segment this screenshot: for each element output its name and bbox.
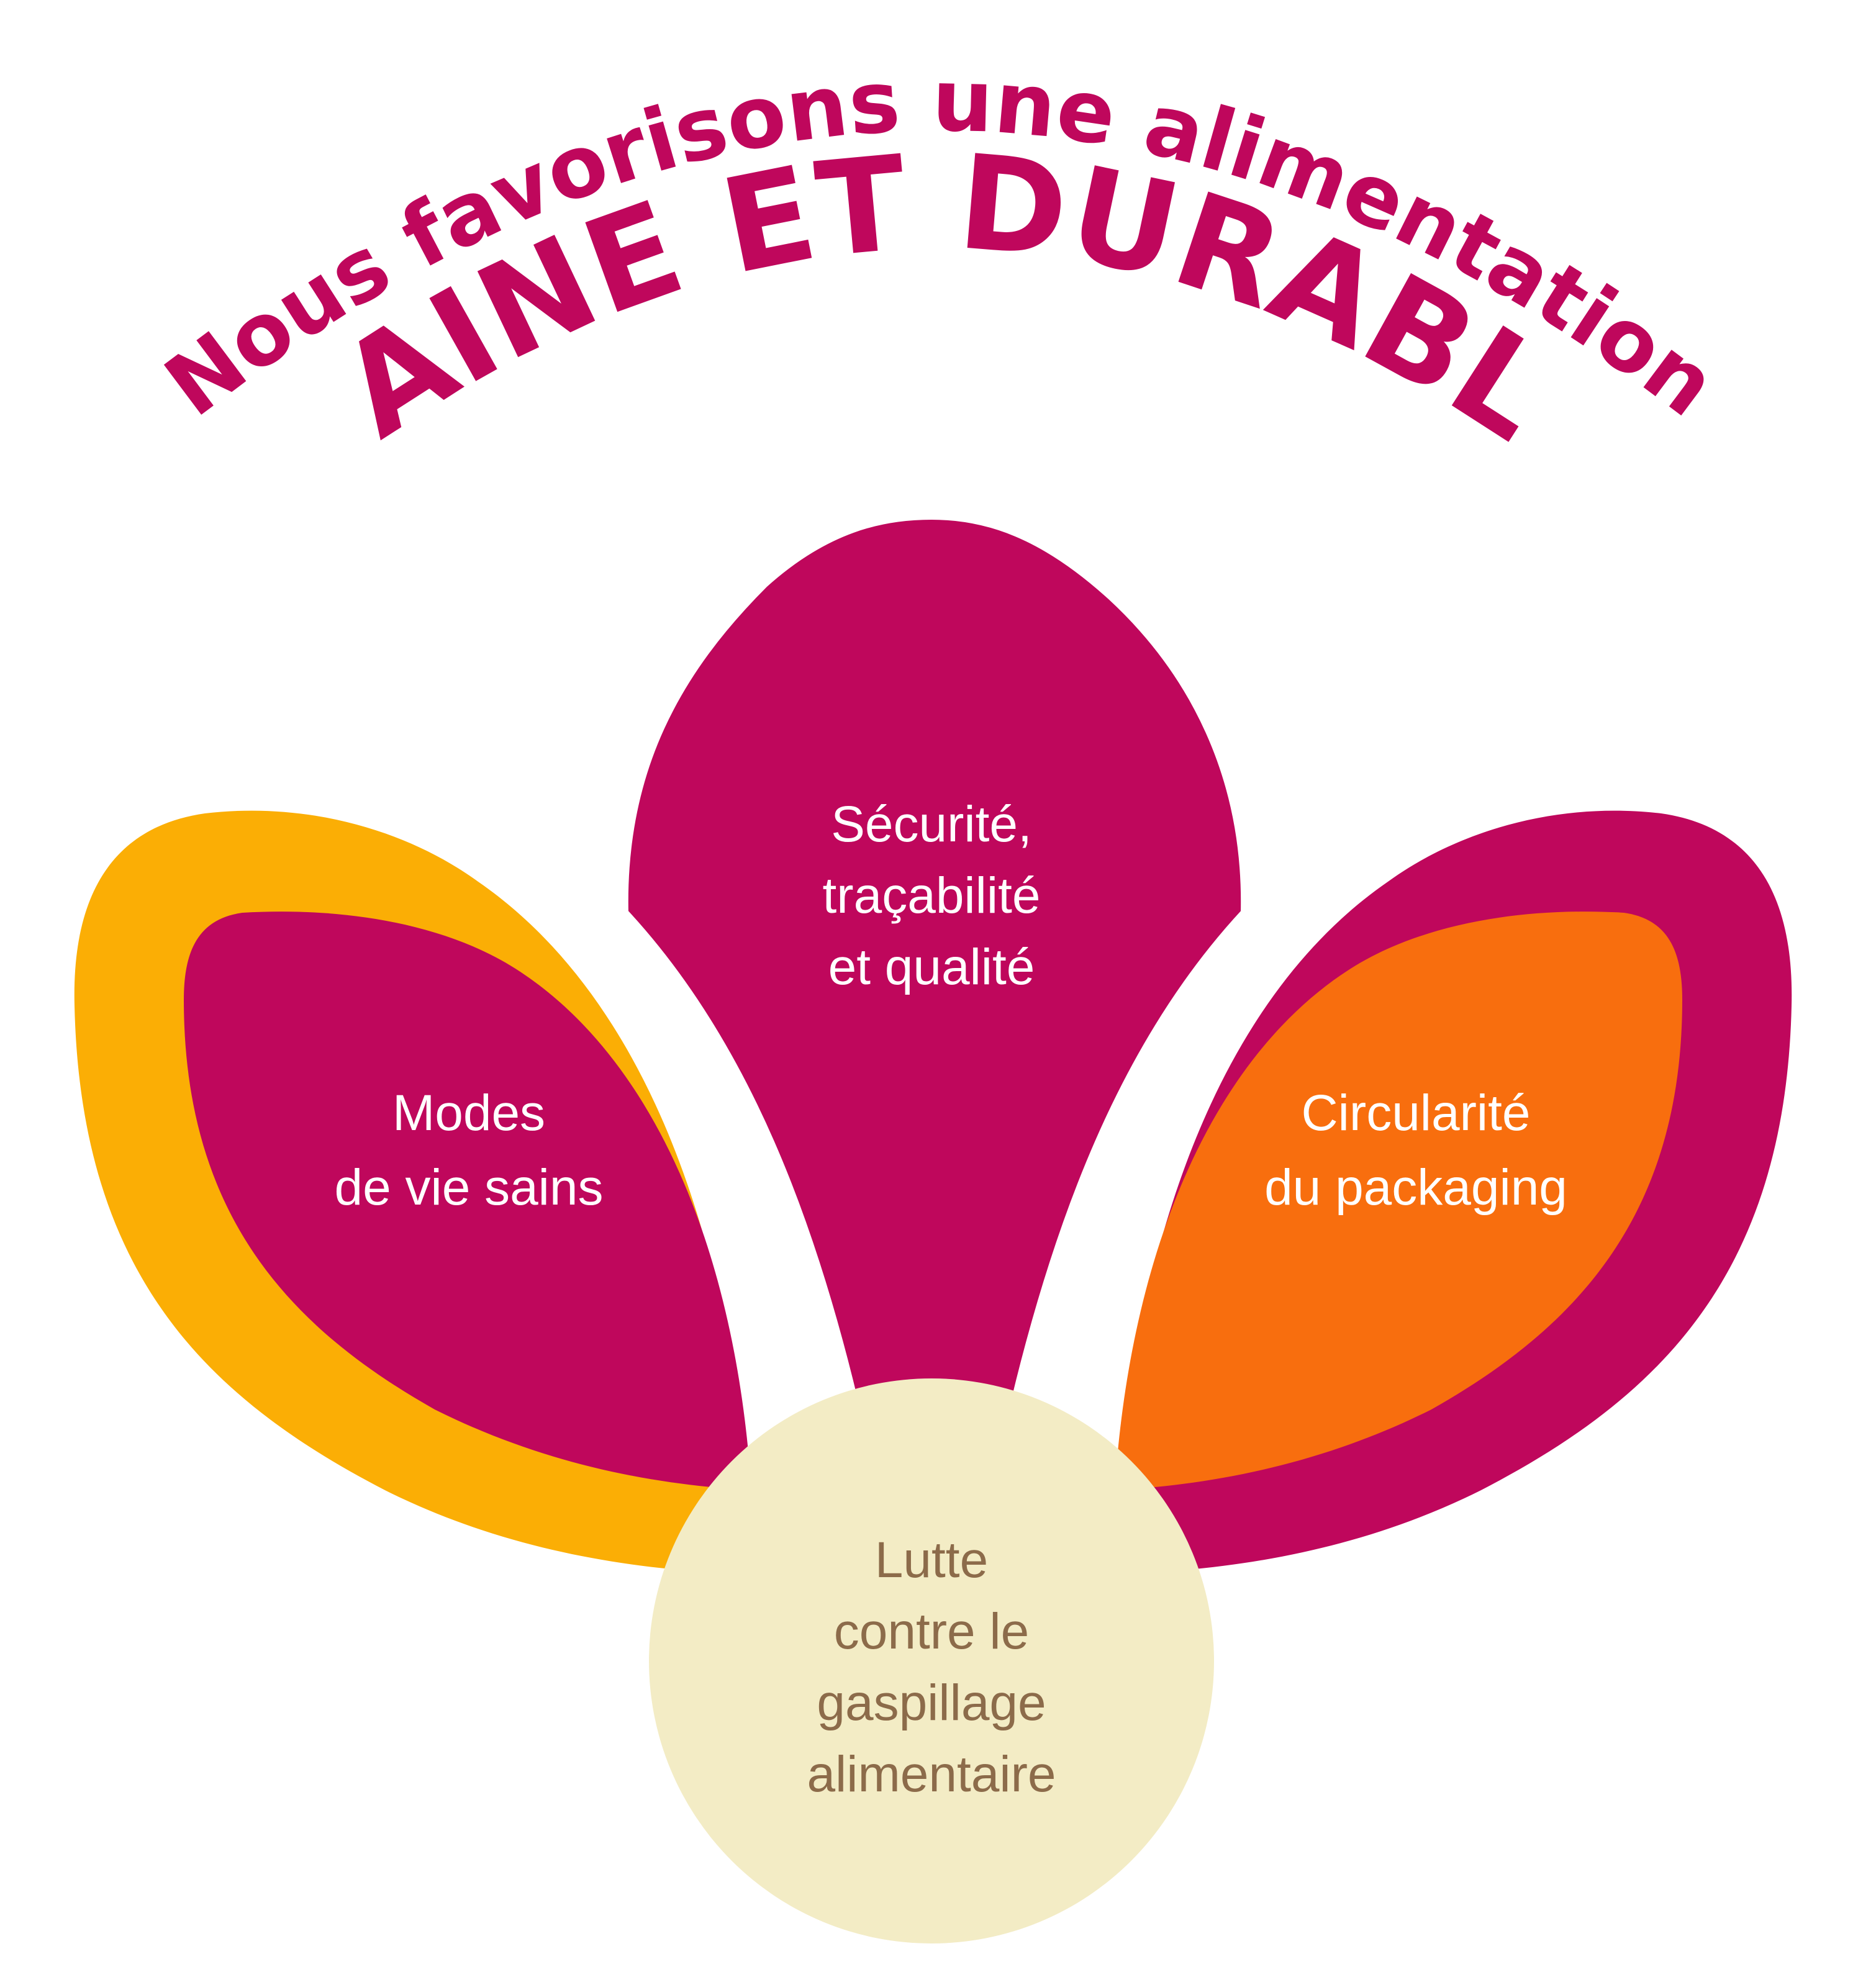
- petal-right-label-line-2: du packaging: [1264, 1159, 1567, 1216]
- core-label-line-2: contre le: [834, 1603, 1030, 1660]
- petal-center: [619, 511, 1250, 1432]
- petal-right-label-line-1: Circularité: [1301, 1085, 1530, 1141]
- petal-right: [1112, 810, 1792, 1574]
- core-label-line-3: gaspillage: [817, 1675, 1046, 1731]
- petal-left-label: Modes de vie sains: [334, 1085, 603, 1216]
- petal-left-label-line-2: de vie sains: [334, 1159, 603, 1216]
- petal-left-inner: [184, 912, 751, 1490]
- petal-center-label-line-3: et qualité: [828, 939, 1035, 995]
- heading: Nous favorisons une alimentation SAINE E…: [0, 0, 1734, 470]
- petal-right-label: Circularité du packaging: [1264, 1085, 1567, 1216]
- petal-right-inner: [1115, 912, 1682, 1490]
- core-label: Lutte contre le gaspillage alimentaire: [807, 1532, 1056, 1803]
- core-circle-shape: [649, 1378, 1214, 1943]
- petal-left: [74, 810, 755, 1574]
- core-circle: [649, 1378, 1214, 1943]
- petal-center-label: Sécurité, traçabilité et qualité: [823, 796, 1041, 995]
- core-label-line-1: Lutte: [875, 1532, 988, 1588]
- core-label-line-4: alimentaire: [807, 1746, 1056, 1803]
- petal-left-label-line-1: Modes: [392, 1085, 545, 1141]
- petal-center-label-line-1: Sécurité,: [831, 796, 1032, 853]
- petal-center-label-line-2: traçabilité: [823, 867, 1041, 924]
- petal-center-shape: [619, 511, 1250, 1432]
